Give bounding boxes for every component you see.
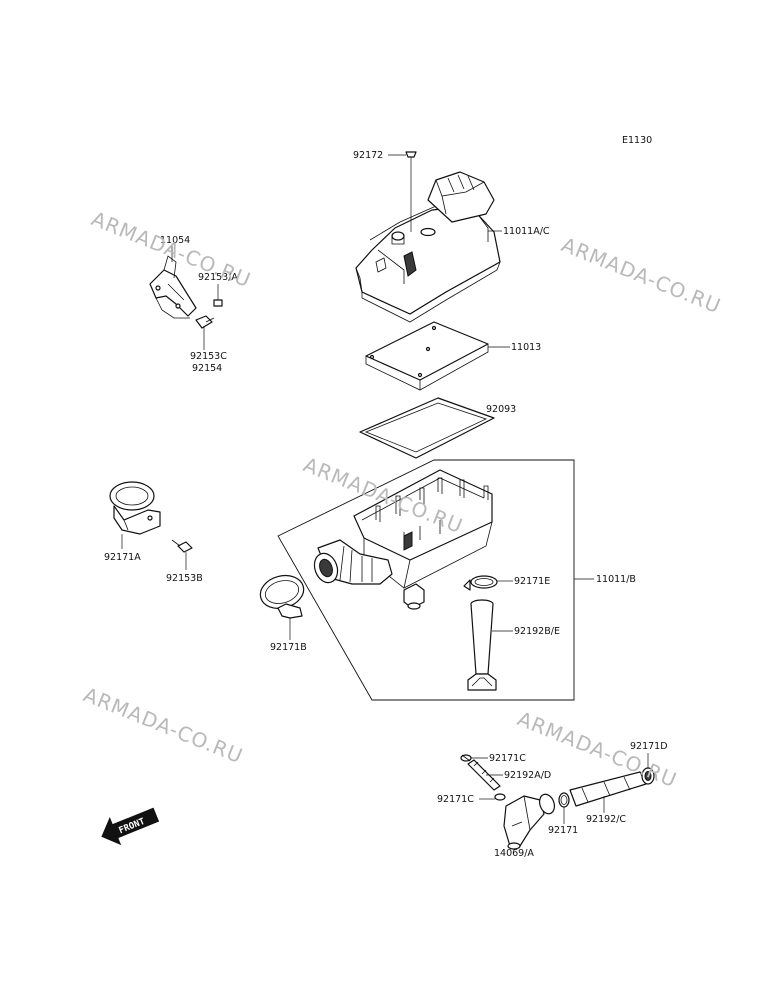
bolt-92153c: [195, 315, 215, 350]
clamp-92171a: [109, 481, 161, 535]
air-cleaner-cover: [355, 171, 501, 323]
hose-92192ad: [467, 759, 501, 791]
label-11054: 11054: [160, 235, 190, 246]
label-92171e: 92171E: [514, 576, 550, 587]
screw-92172: [405, 151, 417, 232]
label-92153b: 92153B: [166, 573, 203, 584]
clamp-92171e: [463, 575, 498, 591]
label-92171c-bottom: 92171C: [437, 794, 474, 805]
label-92153c: 92153C: [190, 351, 227, 362]
label-11011ac: 11011A/C: [503, 226, 550, 237]
label-92192c: 92192/C: [586, 814, 626, 825]
label-11011b: 11011/B: [596, 574, 636, 585]
label-92171a: 92171A: [104, 552, 141, 563]
clamp-92171: [558, 792, 570, 808]
label-92153a: 92153/A: [198, 272, 238, 283]
label-92171: 92171: [548, 825, 578, 836]
case-group-frame: [277, 459, 575, 701]
gasket-92093: [359, 397, 495, 459]
bolt-92153a: [213, 284, 223, 307]
diagram-code: E1130: [622, 135, 652, 146]
label-14069a: 14069/A: [494, 848, 534, 859]
label-11013: 11013: [511, 342, 541, 353]
clamp-92171d: [641, 767, 655, 785]
clip-92171c-bottom: [494, 793, 506, 801]
filter-element-11013: [365, 321, 489, 391]
air-cleaner-case: [353, 469, 493, 610]
bolt-92153b: [171, 539, 193, 570]
label-92192ad: 92192A/D: [504, 770, 551, 781]
watermark-4: ARMADA-CO.RU: [80, 682, 246, 768]
label-92154: 92154: [192, 363, 222, 374]
clamp-92171b: [259, 574, 305, 619]
drain-tube-92192be: [467, 599, 497, 691]
label-92172: 92172: [353, 150, 383, 161]
watermark-2: ARMADA-CO.RU: [558, 232, 724, 318]
label-92093: 92093: [486, 404, 516, 415]
front-direction-arrow: FRONT: [101, 807, 160, 846]
inlet-duct: [313, 539, 393, 585]
clip-92171c-top: [460, 754, 472, 762]
label-92171c-top: 92171C: [489, 753, 526, 764]
label-92192be: 92192B/E: [514, 626, 560, 637]
cap-14069a: [503, 793, 556, 850]
label-92171b: 92171B: [270, 642, 307, 653]
label-92171d: 92171D: [630, 741, 668, 752]
bracket-11054: [149, 255, 197, 319]
